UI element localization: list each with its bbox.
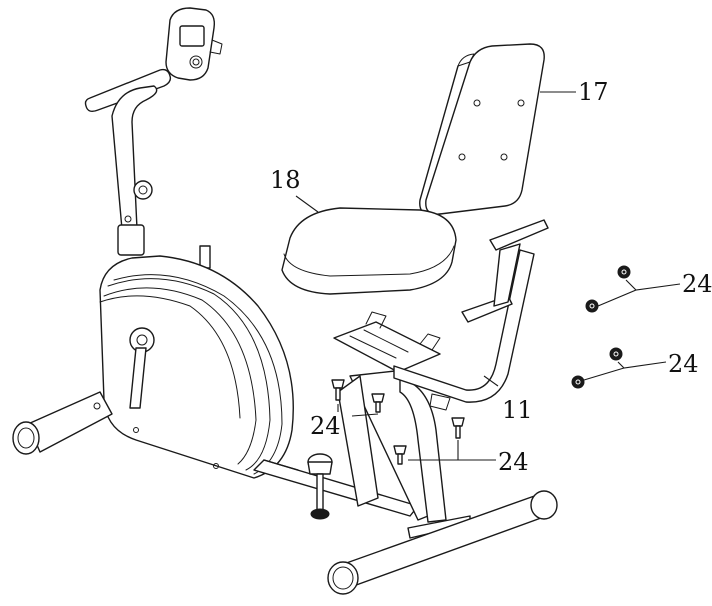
callout-11: 11 <box>502 396 533 424</box>
bolt-left-a <box>331 379 345 401</box>
bolt-right-top-b <box>585 299 599 313</box>
handlebar-post <box>84 68 211 269</box>
backrest <box>419 43 545 219</box>
leader-lines <box>295 91 681 461</box>
bolt-lower-a <box>393 445 407 465</box>
main-housing <box>99 255 294 479</box>
console-monitor <box>165 7 223 81</box>
bolt-left-b <box>371 393 385 413</box>
bolts <box>331 265 631 465</box>
rear-stabilizer <box>327 490 558 595</box>
seat-cushion <box>281 207 457 295</box>
seat-adjust-knob <box>307 453 333 520</box>
main-frame <box>253 369 471 539</box>
callout-labels: 17 18 11 24 24 24 24 <box>270 78 712 476</box>
bolt-lower-b <box>451 417 465 439</box>
bolt-right-bottom-b <box>571 375 585 389</box>
bolt-right-top-a <box>617 265 631 279</box>
callout-24-left: 24 <box>310 412 341 440</box>
callout-17: 17 <box>578 78 609 106</box>
front-stabilizer <box>12 391 113 455</box>
bolt-right-bottom-a <box>609 347 623 361</box>
callout-24-lower-right: 24 <box>668 350 699 378</box>
seat-frame <box>333 219 549 411</box>
callout-24-upper-right: 24 <box>682 270 712 298</box>
callout-24-lower: 24 <box>498 448 529 476</box>
callout-18: 18 <box>270 166 301 194</box>
